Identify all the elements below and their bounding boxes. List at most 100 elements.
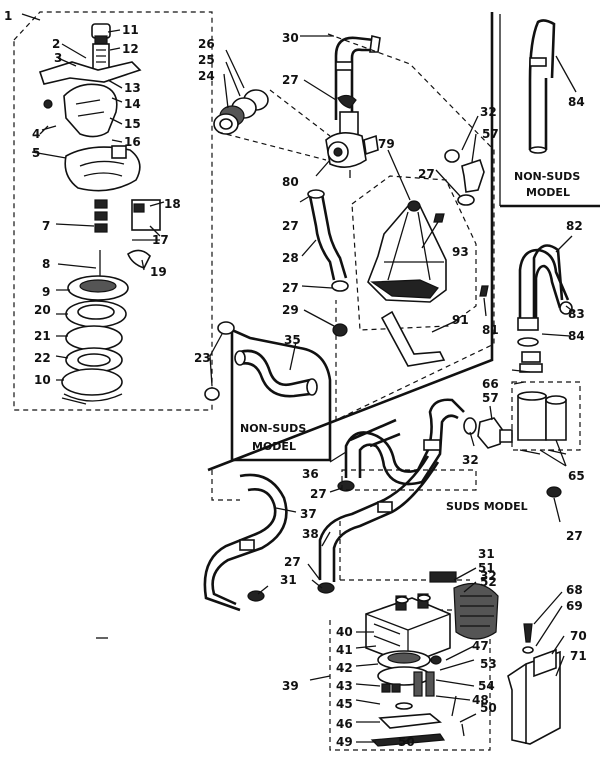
caption-non-suds-mid-2: MODEL: [252, 440, 296, 453]
suds-pump-dashed: [511, 381, 581, 451]
callout-28: 28: [282, 251, 299, 265]
part-pump-seals: [370, 650, 465, 747]
callout-2: 2: [52, 37, 60, 51]
callout-39: 39: [282, 679, 299, 693]
callout-52: 52: [480, 575, 497, 589]
callout-53: 53: [480, 657, 497, 671]
clamp-23-leaders: [209, 333, 223, 387]
callout-9: 9: [42, 285, 50, 299]
callout-38: 38: [302, 527, 319, 541]
callout-36: 36: [302, 467, 319, 481]
callout-80: 80: [282, 175, 299, 189]
part-dispenser: [367, 200, 447, 303]
callout-70: 70: [570, 629, 587, 643]
part-bracket-91: [380, 310, 446, 367]
mid-dashed-guide: [211, 470, 240, 501]
part-valve: [325, 94, 379, 178]
callout-43: 43: [336, 679, 353, 693]
callout-8: 8: [42, 257, 50, 271]
part-mount-bracket: [507, 623, 561, 745]
callout-5: 5: [32, 146, 40, 160]
part-drain-hose-loop: [517, 244, 573, 347]
elbow-lower-leaders: [469, 405, 561, 523]
callout-42: 42: [336, 661, 353, 675]
hose-36-dashed: [341, 469, 477, 491]
callout-27-d: 27: [418, 167, 435, 181]
part-elbow-lower: [463, 417, 562, 498]
cabinet-outline: [207, 12, 494, 472]
callout-18: 18: [164, 197, 181, 211]
hose-84-leader: [555, 55, 577, 93]
callout-14: 14: [124, 97, 141, 111]
inlet-dashed-guide: [327, 33, 495, 421]
callout-35: 35: [284, 333, 301, 347]
hose-82-leaders: [541, 235, 575, 337]
callout-54: 54: [478, 679, 495, 693]
bracket-leaders: [533, 591, 565, 677]
non-suds-mid-box: [230, 327, 332, 462]
callout-15: 15: [124, 117, 141, 131]
callout-27-b: 27: [282, 219, 299, 233]
part-lever: [38, 61, 142, 85]
callout-50-b: 50: [480, 701, 497, 715]
top-mid-leaders: [223, 35, 337, 177]
callout-11: 11: [122, 23, 139, 37]
hose-37-leaders: [257, 507, 297, 595]
callout-46: 46: [336, 717, 353, 731]
callout-71: 71: [570, 649, 587, 663]
callout-25: 25: [198, 53, 215, 67]
callout-12: 12: [122, 42, 139, 56]
caption-non-suds-right-1: NON-SUDS: [514, 170, 580, 183]
callout-41: 41: [336, 643, 353, 657]
part-inlet-hose: [334, 35, 381, 120]
callout-27-e: 27: [310, 487, 327, 501]
callout-10: 10: [34, 373, 51, 387]
part-fill-hose: [307, 189, 349, 337]
callout-23: 23: [194, 351, 211, 365]
part-drain-hose-36: [317, 398, 465, 594]
callout-4: 4: [32, 127, 40, 141]
callout-1: 1: [4, 9, 12, 23]
part-cap: [91, 23, 111, 75]
callout-27-g: 27: [566, 529, 583, 543]
part-plug-stack: [94, 199, 108, 233]
hose-35-leader: [289, 341, 297, 371]
callout-45: 45: [336, 697, 353, 711]
callout-27-f: 27: [284, 555, 301, 569]
left-leaders: [21, 13, 165, 381]
caption-non-suds-mid-1: NON-SUDS: [240, 422, 306, 435]
pump-leaders: [309, 567, 477, 743]
callout-32-b: 32: [462, 453, 479, 467]
part-housing: [41, 83, 118, 138]
callout-68: 68: [566, 583, 583, 597]
callout-27-a: 27: [282, 73, 299, 87]
callout-19: 19: [150, 265, 167, 279]
callout-91: 91: [452, 313, 469, 327]
part-screw-81: [479, 285, 489, 297]
callout-16: 16: [124, 135, 141, 149]
callout-31-a: 31: [280, 573, 297, 587]
callout-81: 81: [482, 323, 499, 337]
callout-32-a: 32: [480, 105, 497, 119]
callout-69: 69: [566, 599, 583, 613]
part-clamp-23a: [217, 321, 235, 335]
hose-38-dashed: [339, 520, 470, 581]
callout-93: 93: [452, 245, 469, 259]
part-pump-body: [365, 571, 499, 665]
hose-36-leaders: [307, 451, 347, 589]
callout-50-a: 50: [398, 735, 415, 749]
callout-17: 17: [152, 233, 169, 247]
callout-66: 66: [482, 377, 499, 391]
pump-65-leaders: [511, 369, 567, 467]
caption-suds-model: SUDS MODEL: [446, 500, 528, 513]
callout-13: 13: [124, 81, 141, 95]
callout-26: 26: [198, 37, 215, 51]
part-washers: [213, 89, 331, 161]
callout-21: 21: [34, 329, 51, 343]
part-diaphragm-stack: [61, 275, 129, 405]
callout-32-c: 32: [480, 569, 497, 583]
left-assembly-box: [13, 11, 213, 411]
callout-20: 20: [34, 303, 51, 317]
callout-29: 29: [282, 303, 299, 317]
